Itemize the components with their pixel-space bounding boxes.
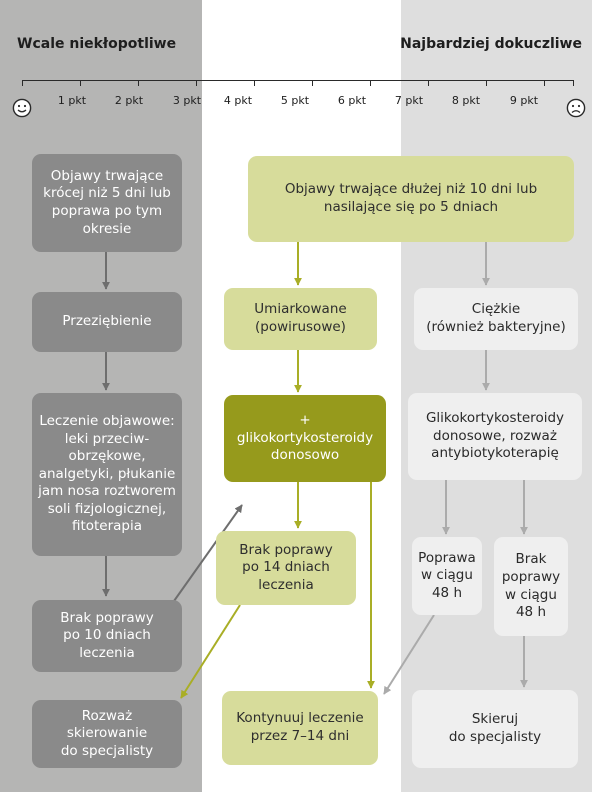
box-cold: Przeziębienie <box>32 292 182 352</box>
box-no-improvement-10-days: Brak poprawy po 10 dniach leczenia <box>32 600 182 672</box>
scale-label: 9 pkt <box>509 94 539 107</box>
arrow-improvement-to-continue <box>383 614 435 695</box>
arrow-no-improvement-to-glucocorticoids <box>173 504 243 602</box>
box-no-improvement-14-days: Brak poprawy po 14 dniach leczenia <box>216 531 356 605</box>
arrow-no-improvement-to-specialist <box>180 604 241 699</box>
scale-tick <box>370 80 371 86</box>
scale-tick <box>428 80 429 86</box>
scale-tick <box>22 80 23 86</box>
scale-label: 2 pkt <box>114 94 144 107</box>
scale-label: 7 pkt <box>394 94 424 107</box>
box-symptomatic-treatment: Leczenie objawowe: leki przeciw- obrzęko… <box>32 393 182 556</box>
box-glucocorticoids-antibiotic: Glikokortykosteroidy donosowe, rozważ an… <box>408 393 582 480</box>
box-short-symptoms: Objawy trwające krócej niż 5 dni lub pop… <box>32 154 182 252</box>
sad-face-icon <box>566 98 586 118</box>
scale-tick <box>80 80 81 86</box>
box-no-improvement-48h: Brak poprawy w ciągu 48 h <box>494 537 568 636</box>
scale-label: 8 pkt <box>451 94 481 107</box>
box-glucocorticoids: + glikokortykosteroidy donosowo <box>224 395 386 482</box>
box-consider-specialist: Rozważ skierowanie do specjalisty <box>32 700 182 768</box>
header-left-label: Wcale niekłopotliwe <box>17 36 177 52</box>
box-severe: Ciężkie (również bakteryjne) <box>414 288 578 350</box>
scale-label: 4 pkt <box>223 94 253 107</box>
box-continue-treatment: Kontynuuj leczenie przez 7–14 dni <box>222 691 378 765</box>
scale-tick <box>312 80 313 86</box>
box-long-symptoms: Objawy trwające dłużej niż 10 dni lub na… <box>248 156 574 242</box>
box-moderate: Umiarkowane (powirusowe) <box>224 288 377 350</box>
scale-label: 6 pkt <box>337 94 367 107</box>
scale-label: 1 pkt <box>57 94 87 107</box>
scale-tick <box>196 80 197 86</box>
scale-tick <box>486 80 487 86</box>
box-improvement-48h: Poprawa w ciągu 48 h <box>412 537 482 615</box>
scale-tick <box>573 80 574 86</box>
smiley-face-icon <box>12 98 32 118</box>
scale-tick <box>254 80 255 86</box>
scale-tick <box>138 80 139 86</box>
scale-tick <box>544 80 545 86</box>
scale-label: 3 pkt <box>172 94 202 107</box>
header-right-label: Najbardziej dokuczliwe <box>400 36 582 52</box>
box-refer-specialist: Skieruj do specjalisty <box>412 690 578 768</box>
scale-line <box>22 80 574 81</box>
scale-label: 5 pkt <box>280 94 310 107</box>
